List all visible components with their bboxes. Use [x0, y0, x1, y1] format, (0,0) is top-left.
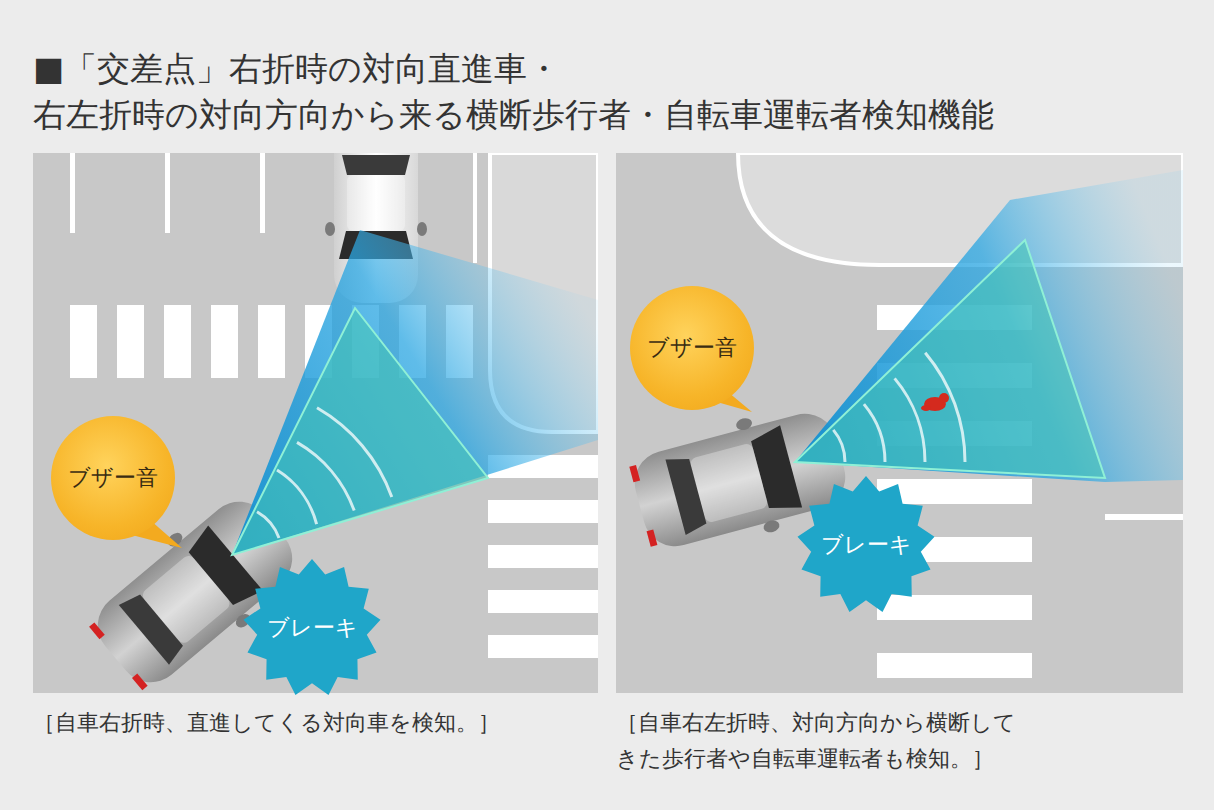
lane-line: [1105, 514, 1183, 520]
sensor-waves: [833, 353, 965, 462]
node-text: ブザー音: [647, 335, 737, 361]
right-scene: [625, 153, 1183, 678]
sensor-cone: [795, 240, 1105, 478]
caption: ［自車右左折時、対向方向から横断して きた歩行者や自転車運転者も検知。］: [616, 705, 1076, 777]
crosswalk: [488, 455, 598, 658]
caption: ［自車右折時、直進してくる対向車を検知。］: [33, 705, 593, 741]
burst-outline: [243, 559, 380, 695]
node-text: ブレーキ: [821, 532, 912, 558]
road-panel: [616, 153, 1183, 693]
brake-burst: ブレーキ: [797, 476, 935, 614]
sensor-waves: [257, 408, 392, 538]
buzzer-bubble: ブザー音: [51, 416, 175, 540]
brake-burst: ブレーキ: [243, 559, 381, 697]
node-text: ブザー音: [68, 465, 158, 491]
sensor-beam: [795, 170, 1183, 482]
burst-outline: [797, 476, 934, 612]
buzzer-bubble: ブザー音: [630, 286, 754, 410]
left-scene: [70, 153, 598, 693]
node-text: ブレーキ: [267, 615, 358, 641]
title: ■「交差点」右折時の対向直進車・ 右左折時の対向方向から来る横断歩行者・自転車運…: [33, 46, 1043, 138]
pedestrian: [921, 393, 949, 411]
sensor-beam: [232, 230, 598, 555]
sensor-cone: [232, 308, 488, 555]
